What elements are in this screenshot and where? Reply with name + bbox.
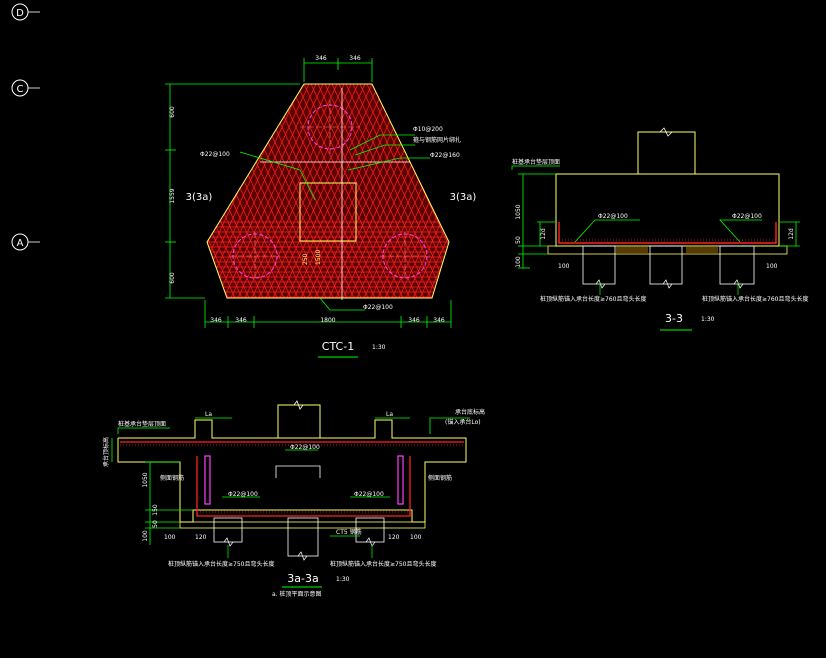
- sec3a-side-label-right: 侧面钢筋: [428, 474, 452, 482]
- sec3a-top-right-note2: (锚入承台Lo): [445, 418, 481, 426]
- grid-axis-c-label: C: [17, 84, 24, 95]
- sec33-title: 3-3: [665, 312, 683, 325]
- sec33-scale: 1:30: [701, 316, 715, 323]
- sec33-note-2: 桩顶纵筋锚入承台长度≥760且弯头长度: [702, 295, 808, 303]
- ctc1-rebar-label-4: Φ22@100: [363, 304, 393, 311]
- section-3-3[interactable]: 1050 50 100 12d 12d 桩基承台垫层顶面 Φ22@100 Φ22…: [511, 127, 808, 331]
- ctc1-top-dim-1: 346: [315, 55, 327, 62]
- ctc1-centerlines: [230, 100, 430, 280]
- ctc1-inner-dim-2: 1500: [315, 250, 322, 265]
- sec3a-note-2: 桩顶纵筋锚入承台长度≥750且弯头长度: [330, 560, 436, 568]
- grid-axes: D C A: [11, 3, 40, 251]
- ctc1-left-dim-3: 600: [169, 272, 176, 284]
- grid-axis-d-label: D: [16, 8, 24, 19]
- sec3a-rebar-label-2: Φ22@100: [354, 491, 384, 498]
- ctc1-top-dimension: [303, 58, 373, 82]
- ctc1-rebar-label-1: Φ22@100: [200, 151, 230, 158]
- sec3a-top-left-note: 桩基承台垫层顶面: [118, 420, 166, 428]
- sec33-rebar-label-1: Φ22@100: [598, 213, 628, 220]
- sec3a-bottom-dim-2: 120: [195, 534, 207, 541]
- sec3a-left-label-2: 1050: [142, 472, 149, 487]
- ctc1-rebar-label-3: Φ22@160: [430, 152, 460, 159]
- sec3a-left-label-3: 150: [152, 504, 159, 516]
- sec33-top-note: 桩基承台垫层顶面: [512, 158, 560, 166]
- sec3a-bedding: [179, 521, 426, 529]
- sec3a-bottom-dim-4: 100: [410, 534, 422, 541]
- sec3a-note-1: 桩顶纵筋锚入承台长度≥750且弯头长度: [168, 560, 274, 568]
- sec3a-rebar-label-3: Φ22@100: [290, 444, 320, 451]
- ctc1-section-left: 3(3a): [186, 192, 213, 203]
- sec3a-scale: 1:30: [336, 576, 350, 583]
- sec33-bottom-dim-1: 100: [558, 263, 570, 270]
- sec3a-rebar-label-1: Φ22@100: [228, 491, 258, 498]
- sec33-left-dimension: [518, 173, 800, 269]
- ctc1-bottom-dimension: [204, 300, 452, 328]
- sec33-left-inner-dim: 12d: [540, 228, 547, 240]
- ctc1-title: CTC-1: [322, 340, 354, 353]
- ctc1-note-top: 箍与钢筋网片绑扎: [413, 136, 461, 144]
- ctc1-bottom-dim-3: 1800: [320, 317, 335, 324]
- ctc1-bottom-dim-2: 346: [235, 317, 247, 324]
- sec3a-pile-3: [355, 517, 385, 543]
- sec3a-bottom-dim-3: 120: [388, 534, 400, 541]
- sec3a-side-bar-right: [397, 455, 404, 505]
- ctc1-left-dimension: [165, 83, 300, 299]
- sec33-note-1: 桩顶纵筋锚入承台长度≥760且弯头长度: [540, 295, 646, 303]
- sec33-bottom-rebar: [558, 222, 777, 244]
- sec3a-title: 3a-3a: [287, 572, 318, 585]
- sec3a-left-label-1: 承台顶标高: [102, 437, 110, 467]
- sec3a-la-right: La: [386, 411, 393, 418]
- grid-axis-d[interactable]: D: [11, 3, 40, 21]
- ctc1-rebar-label-2: Φ10@200: [413, 126, 443, 133]
- sec3a-ct5-label: CT5 钢筋: [336, 528, 362, 536]
- ctc1-bottom-dim-4: 346: [408, 317, 420, 324]
- sec33-left-dim-3: 100: [515, 256, 522, 268]
- sec3a-top-right-note: 承台底标高: [455, 408, 485, 416]
- ctc1-scale: 1:30: [372, 344, 386, 351]
- sec3a-pile-1: [213, 517, 243, 543]
- grid-axis-a-label: A: [17, 238, 24, 249]
- ctc1-outline: [206, 83, 450, 299]
- sec3a-la-left: La: [205, 411, 212, 418]
- sec3a-side-label-left: 侧面钢筋: [160, 474, 184, 482]
- sec33-rebar-label-2: Φ22@100: [732, 213, 762, 220]
- sec3a-left-label-5: 100: [142, 530, 149, 542]
- sec33-pile-breaks: [595, 279, 744, 289]
- ctc1-section-right: 3(3a): [450, 192, 477, 203]
- section-3a-3a[interactable]: La La 桩基承台垫层顶面 承台底标高 (锚入承台Lo) 承台顶标高 1050…: [102, 400, 485, 598]
- sec3a-left-label-4: 50: [152, 520, 159, 528]
- ctc1-leaders: [239, 134, 430, 311]
- ctc1-bottom-dim-5: 346: [433, 317, 445, 324]
- ctc1-left-dim-1: 600: [169, 106, 176, 118]
- sec3a-side-bar-left: [204, 455, 211, 505]
- sec3a-bottom-dim-1: 100: [164, 534, 176, 541]
- sec33-left-dim-1: 1050: [515, 204, 522, 219]
- sec33-left-dim-2: 50: [515, 236, 522, 244]
- sec33-pile-3: [719, 245, 755, 285]
- sec33-pile-2: [649, 245, 683, 285]
- sec3a-bottom-rebar: [196, 456, 411, 517]
- sec33-right-dim: 12d: [788, 228, 795, 240]
- sec3a-subtitle: a. 桩顶平面示意图: [272, 590, 322, 598]
- ctc1-column-box: [299, 182, 357, 242]
- grid-axis-c[interactable]: C: [11, 79, 40, 97]
- sec33-pile-1: [582, 245, 616, 285]
- sec3a-pile-2: [287, 517, 319, 557]
- ctc1-bottom-dim-1: 346: [210, 317, 222, 324]
- sec33-break-mark: [659, 127, 673, 137]
- ctc1-inner-dim-1: 250: [302, 253, 309, 265]
- sec33-bottom-dim-2: 100: [766, 263, 778, 270]
- ctc1-left-dim-2: 1559: [169, 188, 176, 203]
- ctc1-top-dim-2: 346: [349, 55, 361, 62]
- grid-axis-a[interactable]: A: [11, 233, 40, 251]
